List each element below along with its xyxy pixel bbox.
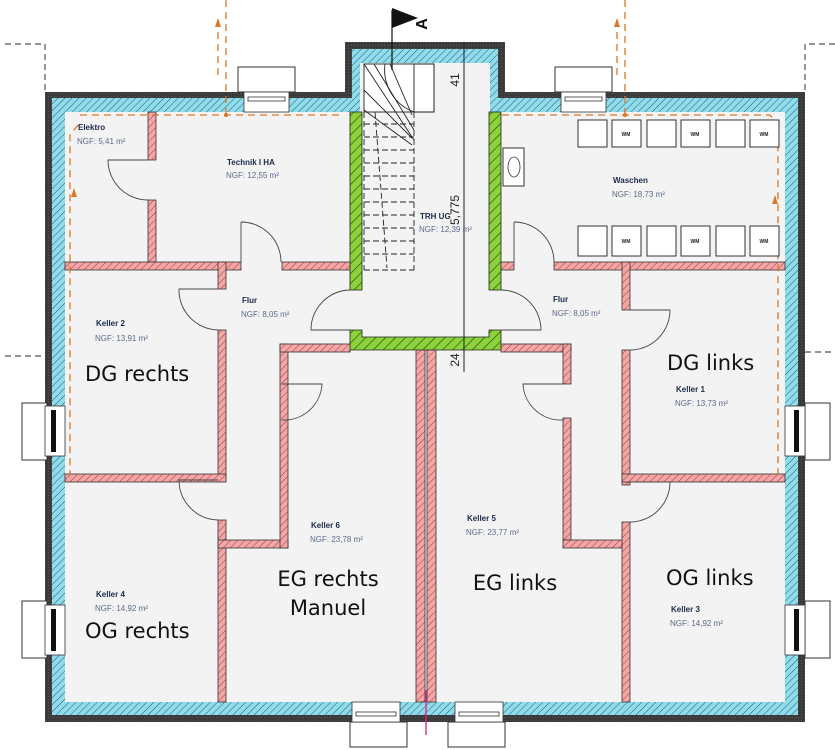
- window-bottom-left: [349, 701, 408, 748]
- dimension-middle: 5,775: [448, 195, 462, 225]
- room-name-technik: Technik I HA: [227, 158, 275, 167]
- annotation-eg-rechts-manuel: Manuel: [290, 596, 366, 620]
- window-right-lower: [784, 600, 831, 659]
- staircase: [363, 63, 435, 271]
- boundary-dashes: [5, 43, 835, 357]
- room-area-trh: NGF: 12,39 m²: [419, 225, 472, 234]
- dimension-bottom: 24: [448, 353, 462, 367]
- wm-label: WM: [622, 132, 631, 138]
- room-area-elektro: NGF: 5,41 m²: [77, 137, 126, 146]
- unit-annotations: DG rechts DG links EG rechts Manuel EG l…: [85, 351, 754, 643]
- wm-label: WM: [622, 239, 631, 245]
- washing-machines: [577, 119, 780, 257]
- window-left-upper: [21, 402, 66, 461]
- annotation-og-rechts: OG rechts: [85, 619, 190, 643]
- room-name-trh: TRH UG: [420, 212, 451, 221]
- wm-label: WM: [760, 132, 769, 138]
- window-bottom-right: [447, 701, 506, 748]
- room-name-flur-right: Flur: [553, 295, 568, 304]
- room-area-keller5: NGF: 23,77 m²: [466, 528, 519, 537]
- room-name-keller1: Keller 1: [676, 385, 705, 394]
- section-flag-icon: [391, 8, 418, 70]
- window-top-right: [554, 66, 613, 113]
- room-area-keller1: NGF: 13,73 m²: [675, 399, 728, 408]
- room-name-elektro: Elektro: [78, 123, 105, 132]
- window-top-left: [237, 66, 296, 113]
- room-area-waschen: NGF: 18,73 m²: [612, 190, 665, 199]
- room-name-keller6: Keller 6: [311, 521, 340, 530]
- doors: [107, 159, 671, 523]
- annotation-og-links: OG links: [666, 566, 754, 590]
- room-name-keller4: Keller 4: [96, 590, 125, 599]
- room-name-flur-left: Flur: [242, 296, 257, 305]
- annotation-eg-links: EG links: [473, 571, 557, 595]
- room-name-keller5: Keller 5: [467, 514, 496, 523]
- escape-arrows: [71, 18, 778, 204]
- sink-icon: [502, 147, 525, 187]
- room-area-flur-left: NGF: 8,05 m²: [241, 310, 290, 319]
- interior-walls: [64, 111, 786, 703]
- section-marker-label: A: [414, 18, 431, 30]
- room-name-keller2: Keller 2: [96, 319, 125, 328]
- escape-routes: [69, 0, 779, 475]
- wm-label: WM: [760, 239, 769, 245]
- room-name-waschen: Waschen: [613, 176, 648, 185]
- room-area-keller2: NGF: 13,91 m²: [95, 334, 148, 343]
- annotation-dg-links: DG links: [667, 351, 754, 375]
- wm-label: WM: [691, 239, 700, 245]
- dimension-top: 41: [448, 73, 462, 87]
- annotation-dg-rechts: DG rechts: [85, 362, 189, 386]
- room-name-keller3: Keller 3: [671, 605, 700, 614]
- stairwell-walls: [349, 111, 502, 351]
- room-area-keller4: NGF: 14,92 m²: [95, 604, 148, 613]
- window-right-upper: [784, 402, 831, 461]
- room-area-keller3: NGF: 14,92 m²: [670, 619, 723, 628]
- wm-label: WM: [691, 132, 700, 138]
- room-area-keller6: NGF: 23,78 m²: [310, 535, 363, 544]
- annotation-eg-rechts: EG rechts: [277, 567, 378, 591]
- washing-machine-labels: WM WM WM WM WM WM: [622, 132, 769, 245]
- room-area-technik: NGF: 12,55 m²: [226, 171, 279, 180]
- room-area-flur-right: NGF: 8,05 m²: [552, 309, 601, 318]
- room-labels: Elektro NGF: 5,41 m² Technik I HA NGF: 1…: [77, 123, 728, 628]
- dimension-line: 41 5,775 24: [448, 42, 465, 372]
- window-left-lower: [21, 600, 66, 659]
